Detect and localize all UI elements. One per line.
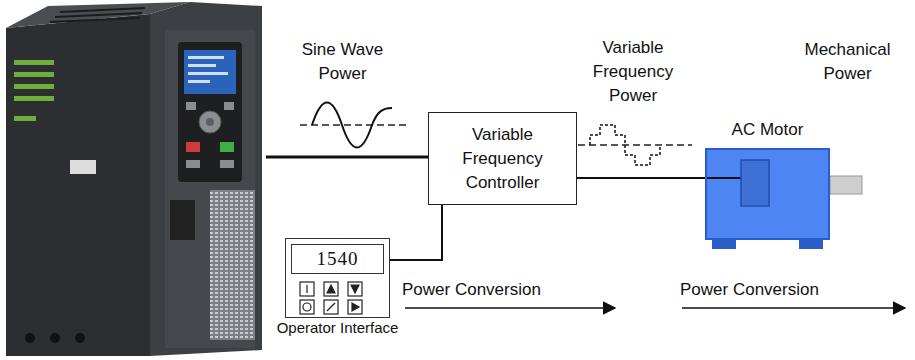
motor-body: AC Motor: [705, 148, 830, 240]
rotor-block: [741, 160, 769, 206]
drive-photo: [14, 96, 54, 101]
annotation-label: Variable Frequency Power: [583, 36, 683, 108]
supply-line: [266, 156, 435, 159]
motor-heading: AC Motor: [677, 118, 858, 142]
operator-panel: Operator Interface1540: [285, 238, 390, 318]
annotation-label: Sine Wave Power: [290, 38, 395, 86]
conversion-arrow: [682, 307, 905, 309]
drive-photo: [6, 14, 150, 356]
keypad-buttons: [352, 303, 359, 311]
motor-parts: [712, 240, 736, 249]
keypad-buttons: [300, 282, 314, 296]
drive-photo: [186, 102, 196, 110]
drive-photo: [186, 160, 200, 168]
motor-parts: [830, 176, 862, 194]
drive-photo: [220, 142, 234, 152]
drive-photo: [210, 190, 255, 340]
step-waveform: [578, 125, 692, 165]
motor-rotor: [707, 150, 828, 238]
drive-photo: [210, 190, 255, 340]
drive-photo: [75, 333, 85, 343]
keypad-buttons: [303, 303, 311, 311]
drive-photo: [14, 60, 54, 121]
drive-photo: [50, 18, 140, 22]
drive-photo: [14, 60, 54, 65]
display-readout: 1540: [291, 244, 384, 274]
drive-photo: [25, 333, 35, 343]
drive-photo: [188, 80, 210, 83]
drive-photo: [188, 64, 216, 67]
keypad-buttons: [327, 303, 335, 311]
drive-photo: [50, 8, 145, 22]
step-waveform: [578, 144, 692, 146]
drive-photo: [70, 160, 96, 174]
drive-photo: [224, 102, 234, 110]
drive-photo: [55, 13, 142, 17]
motor-parts: [799, 240, 823, 249]
drive-photo: [206, 118, 214, 126]
drive-photo: [220, 160, 234, 168]
drive-photo: [178, 42, 242, 182]
drive-photo: [14, 84, 54, 89]
annotation-label: Power Conversion: [402, 278, 602, 302]
keypad-buttons: [348, 300, 362, 314]
conversion-arrow: [405, 307, 615, 309]
drive-photo: [60, 8, 145, 12]
keypad-buttons: [351, 285, 359, 293]
drive-photo: [14, 116, 36, 121]
controller-box: Variable Frequency Controller: [428, 112, 577, 205]
motor-lead: [707, 177, 741, 179]
box-label: Variable Frequency Controller: [429, 123, 576, 195]
keypad-buttons: [348, 282, 362, 296]
drive-photo: [184, 50, 236, 94]
keypad-buttons: [324, 300, 338, 314]
display-number: 1540: [317, 248, 359, 270]
drive-photo: [186, 142, 200, 152]
drive-photo: [50, 333, 60, 343]
keypad-buttons: [300, 300, 314, 314]
conversion-arrow: [405, 307, 905, 309]
annotation-label: Mechanical Power: [790, 38, 905, 86]
drive-photo: [188, 56, 224, 59]
drive-photo: [199, 111, 221, 133]
drive-photo: [150, 2, 262, 356]
drive-photo: [188, 56, 228, 83]
signal-wire: [390, 205, 442, 260]
drive-photo: [14, 72, 54, 77]
keypad-buttons: [306, 285, 307, 293]
keypad-buttons: [300, 282, 362, 314]
drive-photo: [6, 2, 262, 356]
sine-waveform: [300, 124, 410, 126]
signal-wire: [577, 177, 705, 179]
keypad-buttons: [324, 282, 338, 296]
sine-waveform: [312, 103, 392, 148]
sine-waveform: [300, 103, 410, 148]
drive-photo: [188, 72, 228, 75]
panel-caption: Operator Interface: [256, 319, 419, 336]
drive-photo: [165, 30, 255, 348]
drive-photo: [170, 200, 195, 240]
keypad-buttons: [327, 285, 335, 293]
annotation-label: Power Conversion: [680, 278, 880, 302]
step-waveform: [590, 125, 660, 165]
